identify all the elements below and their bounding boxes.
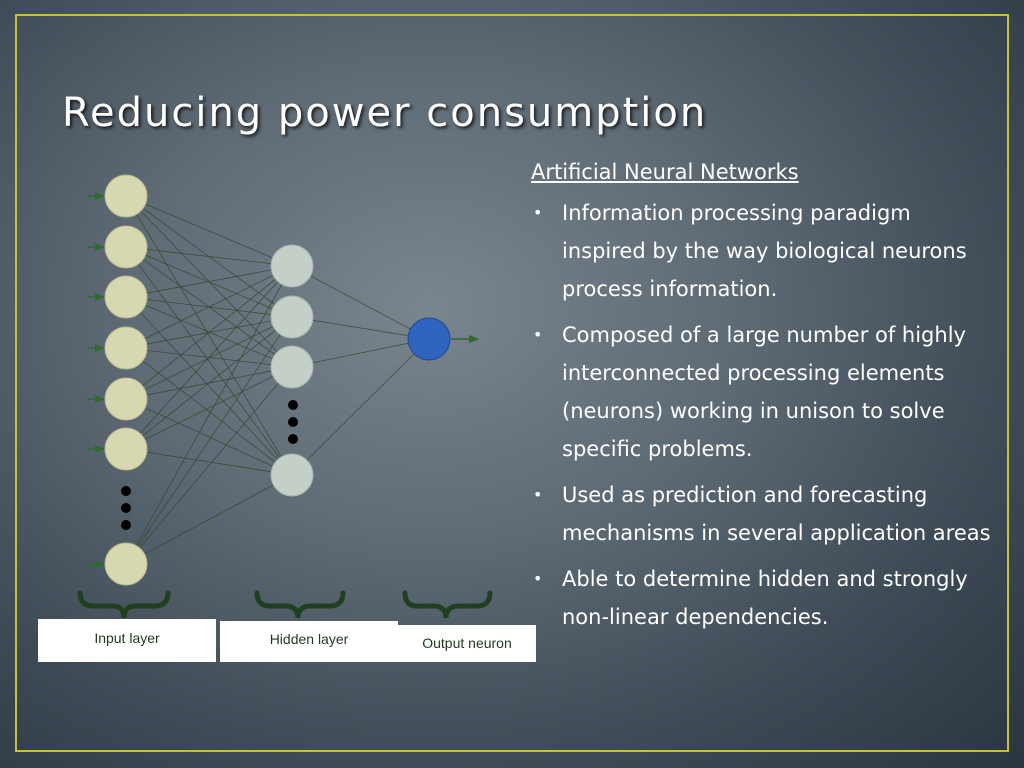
hidden-layer-label-box: Hidden layer xyxy=(220,621,398,662)
bullet-item: •Composed of a large number of highly in… xyxy=(531,316,991,468)
input-neuron xyxy=(104,174,148,218)
bullet-list: •Information processing paradigm inspire… xyxy=(531,194,991,636)
bullet-icon: • xyxy=(533,203,543,222)
connection-line xyxy=(125,316,293,450)
input-neuron xyxy=(104,377,148,421)
slide-title: Reducing power consumption xyxy=(62,90,708,136)
connection-line xyxy=(125,474,293,565)
connection-line xyxy=(125,195,293,476)
input-layer-label: Input layer xyxy=(94,630,160,646)
connection-line xyxy=(125,246,293,318)
hidden-neuron xyxy=(270,244,314,288)
connection-line xyxy=(125,265,293,450)
connection-line xyxy=(125,265,293,565)
bullet-item: •Information processing paradigm inspire… xyxy=(531,194,991,308)
hidden-neuron xyxy=(270,345,314,389)
connection-line xyxy=(125,265,293,298)
hidden-neuron xyxy=(270,295,314,339)
connection-line xyxy=(125,246,293,267)
bullet-icon: • xyxy=(533,485,543,504)
connection-line xyxy=(291,338,430,476)
output-neuron-label: Output neuron xyxy=(422,635,512,651)
output-neuron-label-box: Output neuron xyxy=(398,625,536,662)
connection-line xyxy=(125,448,293,476)
input-arrows xyxy=(88,192,105,568)
input-layer-neurons xyxy=(104,174,148,586)
connection-line xyxy=(125,347,293,476)
bullet-item: •Able to determine hidden and strongly n… xyxy=(531,560,991,636)
hidden-neuron xyxy=(270,453,314,497)
connection-line xyxy=(125,366,293,565)
input-neuron xyxy=(104,225,148,269)
bullet-icon: • xyxy=(533,569,543,588)
connection-line xyxy=(291,338,430,368)
connection-line xyxy=(125,246,293,476)
input-neuron xyxy=(104,275,148,319)
bullet-item: •Used as prediction and forecasting mech… xyxy=(531,476,991,552)
output-neuron-brace xyxy=(402,590,493,619)
input-neuron xyxy=(104,326,148,370)
hidden-layer-brace xyxy=(254,590,346,619)
hidden-layer-label: Hidden layer xyxy=(269,631,349,647)
input-layer-label-box: Input layer xyxy=(38,619,216,662)
input-neuron xyxy=(104,542,148,586)
connection-line xyxy=(125,296,293,476)
connection-line xyxy=(125,366,293,450)
input-ellipsis-dots xyxy=(121,486,131,530)
connection-line xyxy=(291,316,430,340)
output-neuron xyxy=(407,317,451,361)
connection-line xyxy=(125,265,293,400)
hidden-ellipsis-dots xyxy=(288,400,298,444)
connection-line xyxy=(291,265,430,340)
connection-line xyxy=(125,265,293,349)
connection-lines xyxy=(125,195,430,565)
text-panel: Artificial Neural Networks •Information … xyxy=(531,160,991,644)
connection-line xyxy=(125,398,293,476)
connection-line xyxy=(125,316,293,565)
section-heading: Artificial Neural Networks xyxy=(531,160,799,184)
connection-line xyxy=(125,195,293,267)
bullet-icon: • xyxy=(533,325,543,344)
input-layer-brace xyxy=(77,590,171,619)
hidden-layer-neurons xyxy=(270,244,314,497)
input-neuron xyxy=(104,427,148,471)
